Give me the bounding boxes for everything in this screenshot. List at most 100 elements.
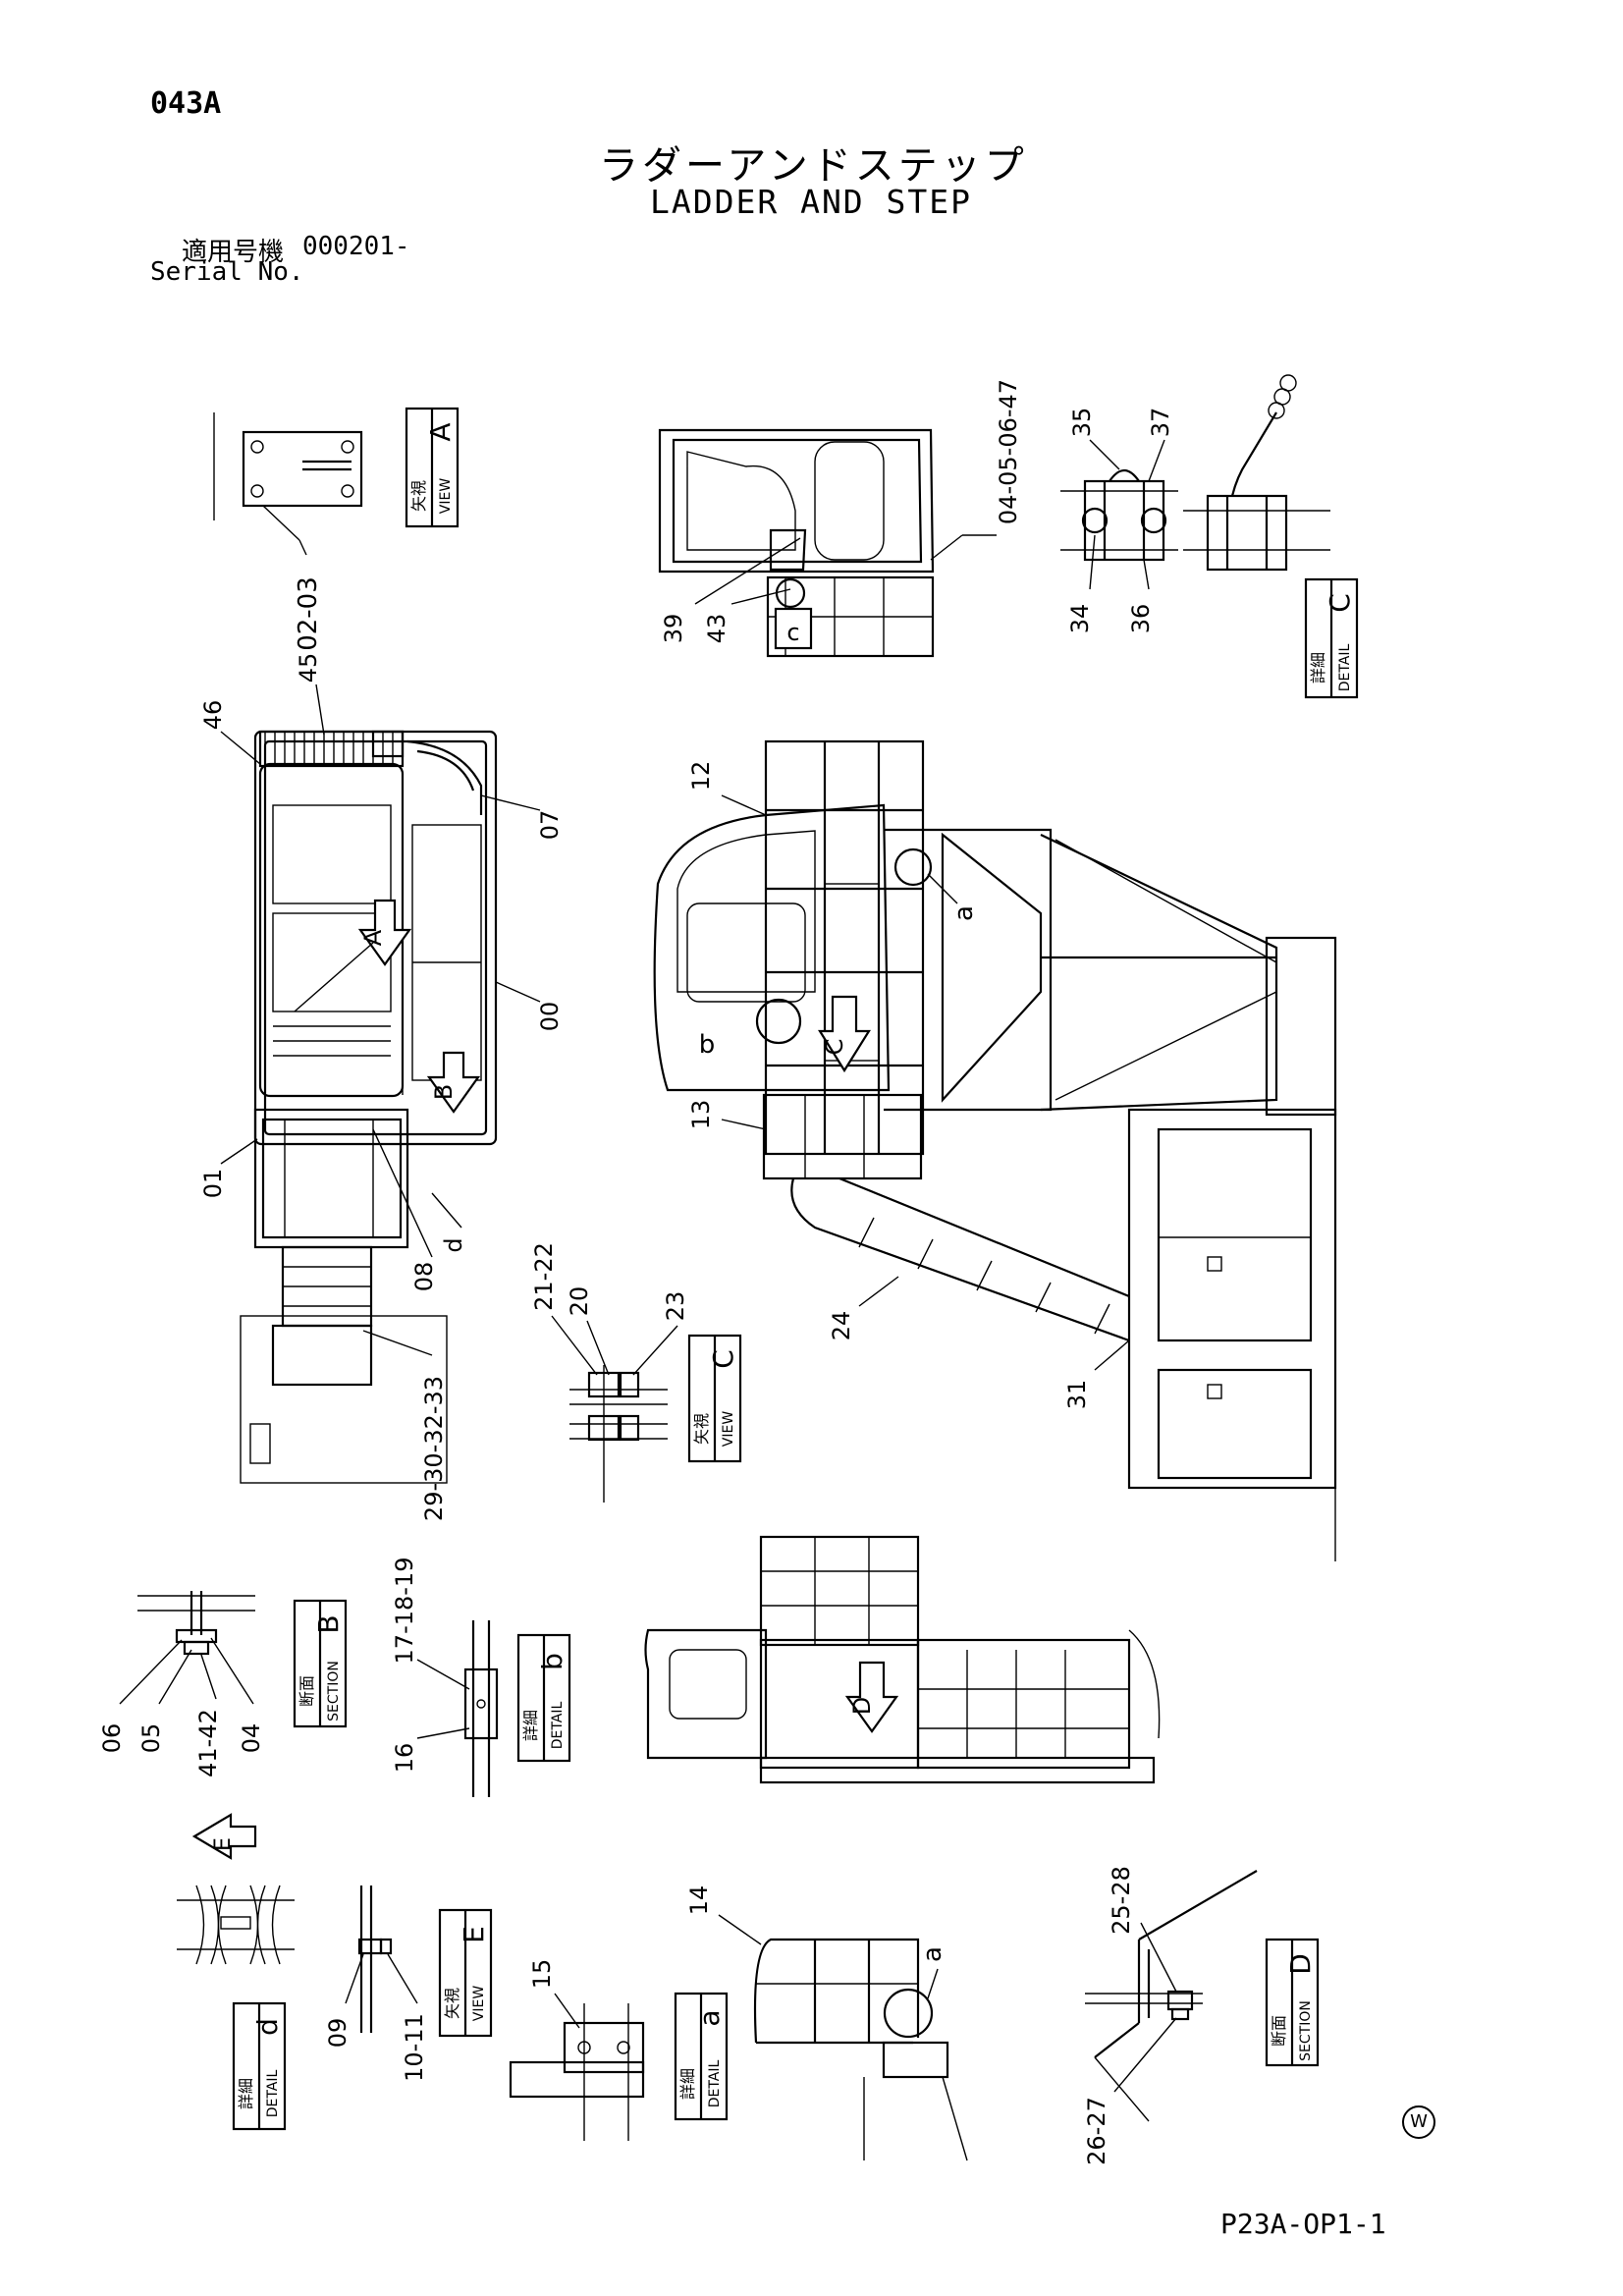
arrow-d-label: D xyxy=(848,1697,876,1715)
view-c-label-box: C 矢視 VIEW xyxy=(687,1334,742,1463)
callout-00: 00 xyxy=(536,1002,564,1032)
svg-text:詳細: 詳細 xyxy=(521,1710,540,1741)
arrow-e-label: E xyxy=(211,1837,236,1851)
callout-12: 12 xyxy=(687,761,715,792)
letter-b-detail-ref: b xyxy=(699,1030,716,1060)
callout-17-18-19: 17-18-19 xyxy=(391,1558,418,1665)
machine-top-plan-view: A B 46 45 07 00 01 08 d 29-30-32-33 xyxy=(199,653,564,1521)
callout-20: 20 xyxy=(566,1286,593,1317)
callout-41-42: 41-42 xyxy=(194,1709,222,1777)
svg-text:b: b xyxy=(536,1653,568,1670)
svg-text:C: C xyxy=(1324,593,1356,613)
svg-text:断面: 断面 xyxy=(1270,2015,1288,2047)
svg-text:C: C xyxy=(707,1349,739,1369)
arrow-b-label: B xyxy=(430,1084,458,1100)
svg-text:SECTION: SECTION xyxy=(1298,2000,1314,2061)
callout-10-11: 10-11 xyxy=(401,2013,428,2082)
callout-46: 46 xyxy=(199,700,227,731)
part-14-handrail: 14 a xyxy=(685,1886,968,2161)
svg-text:詳細: 詳細 xyxy=(678,2068,697,2100)
svg-text:A: A xyxy=(424,422,457,441)
view-e-bolt: 09 10-11 xyxy=(324,1886,428,2082)
machine-side-view: C b a 12 13 24 31 xyxy=(653,739,1337,1561)
letter-a-ref: a xyxy=(918,1946,947,1962)
svg-text:VIEW: VIEW xyxy=(438,478,454,515)
svg-text:矢視: 矢視 xyxy=(443,1988,461,2019)
detail-b-label-box: b 詳細 DETAIL xyxy=(516,1633,571,1763)
callout-36: 36 xyxy=(1127,604,1155,634)
svg-text:DETAIL: DETAIL xyxy=(265,2070,281,2118)
svg-text:D: D xyxy=(1284,1953,1317,1975)
arrow-e: E xyxy=(191,1813,257,1860)
detail-d-label-box: d 詳細 DETAIL xyxy=(232,2001,287,2131)
callout-04: 04 xyxy=(238,1723,265,1754)
callout-21-22: 21-22 xyxy=(530,1242,558,1311)
view-e-label-box: E 矢視 VIEW xyxy=(438,1908,493,2038)
callout-16: 16 xyxy=(391,1743,418,1774)
callout-39: 39 xyxy=(660,614,687,644)
detail-a-plate: 15 xyxy=(509,1959,645,2141)
letter-d-detail-ref: d xyxy=(440,1237,467,1252)
detail-a-label-box: a 詳細 DETAIL xyxy=(674,1992,729,2121)
callout-07: 07 xyxy=(536,810,564,841)
callout-45: 45 xyxy=(295,653,322,683)
callout-05: 05 xyxy=(137,1723,165,1754)
svg-text:DETAIL: DETAIL xyxy=(707,2060,723,2108)
svg-text:詳細: 詳細 xyxy=(237,2078,255,2109)
cab-rear-view: c 04-05-06-47 39 43 xyxy=(658,379,1022,658)
callout-43: 43 xyxy=(703,614,730,644)
callout-01: 01 xyxy=(199,1169,227,1199)
svg-text:DETAIL: DETAIL xyxy=(1337,644,1353,692)
serial-label-japanese: 適用号機 xyxy=(182,238,285,267)
machine-rear-side-view: D xyxy=(644,1535,1161,1784)
section-d-bracket: 25-28 26-27 xyxy=(1083,1866,1258,2165)
callout-06: 06 xyxy=(98,1723,126,1754)
callout-26-27: 26-27 xyxy=(1083,2097,1110,2165)
callout-37: 37 xyxy=(1147,408,1174,438)
w-mark: W xyxy=(1402,2105,1435,2139)
callout-34: 34 xyxy=(1066,604,1094,634)
view-a-detail: 02-03 xyxy=(213,412,363,651)
letter-a-detail-ref: a xyxy=(949,905,979,921)
serial-value: 000201- xyxy=(302,232,410,261)
svg-text:a: a xyxy=(693,2009,726,2026)
title-japanese: ラダーアンドステップ xyxy=(599,143,1028,189)
svg-text:B: B xyxy=(312,1614,345,1633)
detail-c-label-box: C 詳細 DETAIL xyxy=(1304,577,1359,699)
svg-text:詳細: 詳細 xyxy=(1309,652,1327,683)
serial-label-english: Serial No. xyxy=(150,257,304,287)
svg-text:SECTION: SECTION xyxy=(326,1661,342,1722)
arrow-c-label: C xyxy=(821,1039,848,1056)
callout-24: 24 xyxy=(828,1311,855,1341)
callout-13: 13 xyxy=(687,1100,715,1130)
callout-14: 14 xyxy=(685,1886,713,1916)
document-code: P23A-OP1-1 xyxy=(1220,2208,1386,2240)
section-b-label-box: B 断面 SECTION xyxy=(293,1599,348,1728)
section-d-label-box: D 断面 SECTION xyxy=(1265,1938,1320,2067)
arrow-a-label: A xyxy=(359,929,387,946)
callout-09: 09 xyxy=(324,2018,352,2049)
svg-text:VIEW: VIEW xyxy=(721,1411,736,1448)
detail-b-pipe: 17-18-19 16 xyxy=(391,1558,499,1797)
view-a-label-box: A 矢視 VIEW xyxy=(405,407,460,528)
title-english: LADDER AND STEP xyxy=(650,183,973,221)
svg-text:d: d xyxy=(251,2018,284,2036)
svg-text:DETAIL: DETAIL xyxy=(550,1702,566,1750)
letter-c-detail-ref: c xyxy=(786,619,799,646)
callout-25-28: 25-28 xyxy=(1108,1866,1135,1935)
callout-15: 15 xyxy=(528,1959,556,1990)
section-b-detail: 06 05 41-42 04 xyxy=(98,1591,265,1777)
callout-29-30-32-33: 29-30-32-33 xyxy=(420,1376,448,1521)
callout-35: 35 xyxy=(1068,408,1096,438)
callout-04-05-06-47: 04-05-06-47 xyxy=(995,379,1022,524)
svg-text:矢視: 矢視 xyxy=(692,1413,711,1445)
callout-08: 08 xyxy=(410,1262,438,1292)
svg-text:矢視: 矢視 xyxy=(409,480,428,512)
callout-31: 31 xyxy=(1063,1380,1091,1410)
view-c-bolt-detail: 21-22 20 23 xyxy=(530,1242,689,1503)
callout-23: 23 xyxy=(662,1291,689,1322)
page-code: 043A xyxy=(150,86,222,121)
detail-d-rungs xyxy=(177,1885,295,1965)
svg-text:E: E xyxy=(458,1926,490,1943)
